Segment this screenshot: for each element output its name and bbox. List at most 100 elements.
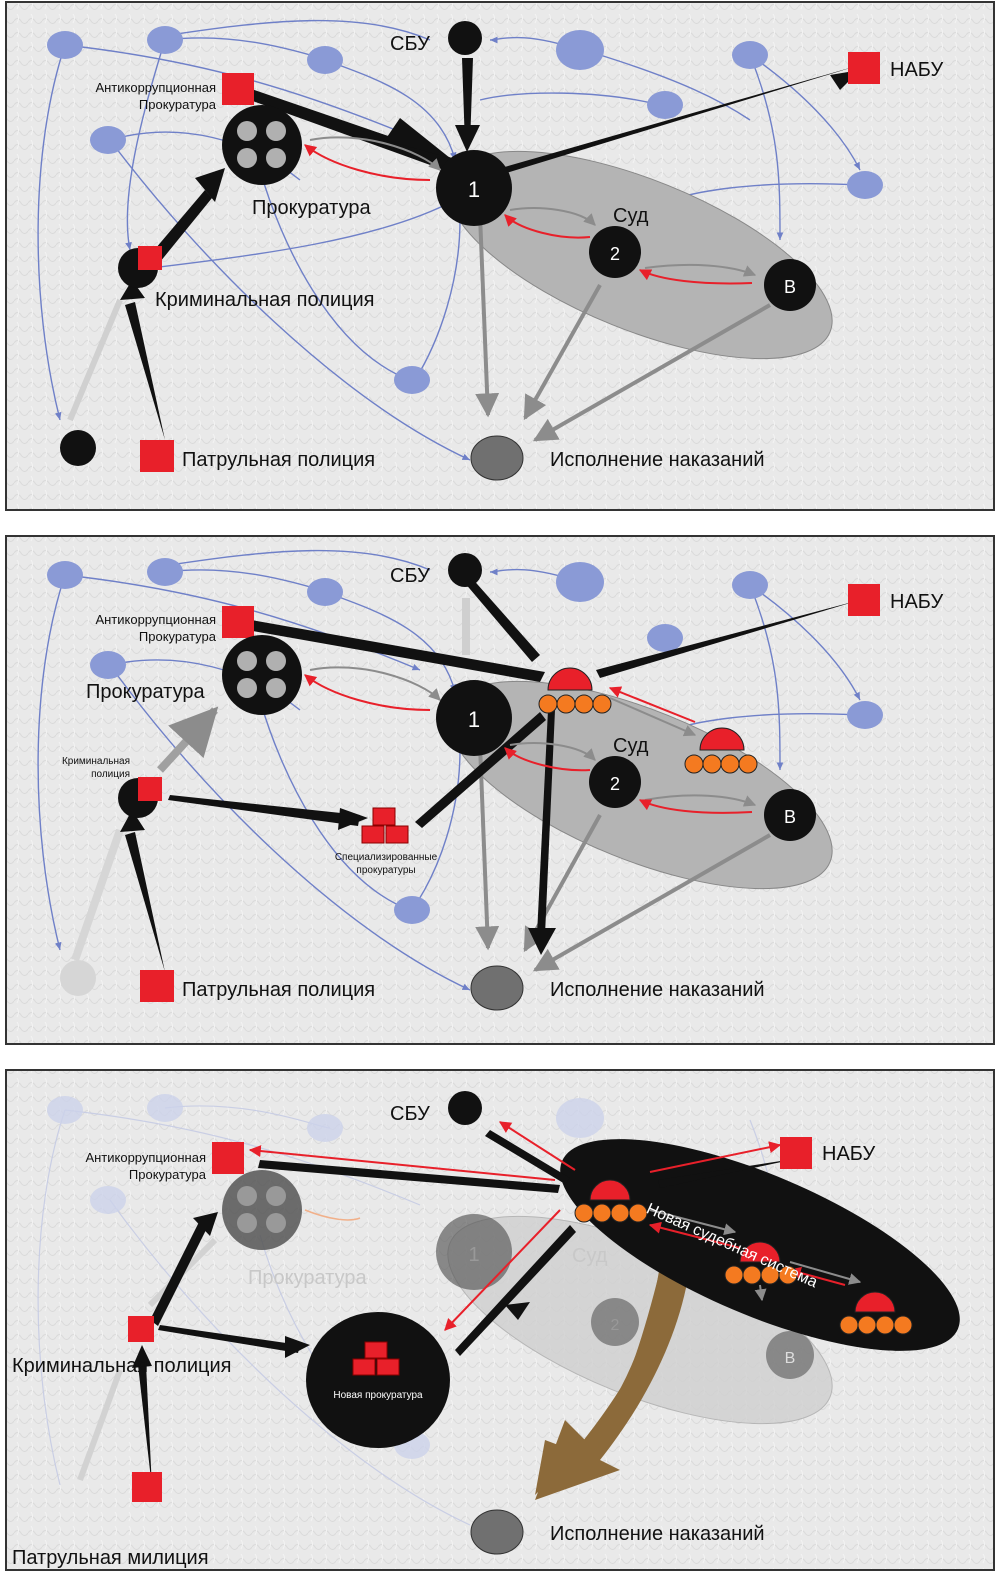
nabu-node (848, 584, 880, 616)
blue-node (90, 126, 126, 154)
panel-2-blue-nodes (47, 558, 883, 924)
old-node-b-label: В (785, 1350, 796, 1367)
court-label: Суд (613, 735, 649, 757)
sbu-label: СБУ (390, 33, 430, 55)
nabu-node (848, 52, 880, 84)
old-court-node-2 (591, 1298, 639, 1346)
patrol-source-node-faded (60, 960, 96, 996)
anticorruption-prosecutor-node (222, 606, 254, 638)
node-1-label: 1 (468, 707, 480, 732)
sbu-label: СБУ (390, 1103, 430, 1125)
panel-2-feedback-loops (304, 666, 757, 814)
execution-label: Исполнение наказаний (550, 1523, 765, 1545)
node-2-label: 2 (610, 244, 620, 264)
nabu-label: НАБУ (822, 1143, 875, 1165)
court-node-2 (589, 226, 641, 278)
blue-node (647, 91, 683, 119)
patrol-police-node (140, 970, 174, 1002)
panel-3-nodes (128, 1091, 913, 1555)
panel-1-black-wedges (120, 58, 860, 440)
blue-node (847, 171, 883, 199)
new-judge-group-2 (684, 727, 758, 774)
nabu-label: НАБУ (890, 59, 943, 81)
panel-1: СБУ НАБУ Антикоррупционная Прокуратура П… (5, 1, 995, 511)
panel-3-grey-arrows (649, 1209, 862, 1302)
court-node-b (764, 789, 816, 841)
blue-node (556, 30, 604, 70)
court-node-1 (436, 150, 512, 226)
blue-node (732, 41, 768, 69)
specialized-label-line2: прокуратуры (356, 865, 415, 876)
anticorruption-label-line2: Прокуратура (139, 97, 217, 112)
patrol-militia-node (132, 1472, 162, 1502)
old-court-node-1 (436, 1214, 512, 1290)
blue-node (147, 26, 183, 54)
anticorruption-label-line2: Прокуратура (129, 1167, 207, 1182)
criminal-police-node (128, 1316, 154, 1342)
criminal-police-label-line2: полиция (91, 769, 130, 780)
new-prosecutor-node (306, 1312, 450, 1448)
panel-3-red-arrows (248, 1121, 846, 1331)
panel-2-labels: СБУ НАБУ Антикоррупционная Прокуратура П… (62, 565, 944, 1001)
criminal-police-badge (138, 246, 162, 270)
criminal-police-label-line1: Криминальная (62, 756, 130, 767)
old-prosecutor-node (222, 1170, 302, 1250)
execution-label: Исполнение наказаний (550, 979, 765, 1001)
patrol-militia-label: Патрульная милиция (12, 1547, 209, 1569)
anticorruption-prosecutor-node (222, 73, 254, 105)
panel-3-black-wedges (132, 1130, 800, 1488)
execution-node (470, 435, 524, 481)
sbu-node (448, 21, 482, 55)
sbu-node (448, 1091, 482, 1125)
patrol-police-label: Патрульная полиция (182, 449, 375, 471)
patrol-source-node (60, 430, 96, 466)
node-b-label: В (784, 277, 796, 297)
patrol-police-label: Патрульная полиция (182, 979, 375, 1001)
execution-label: Исполнение наказаний (550, 449, 765, 471)
old-node-2-label: 2 (611, 1317, 620, 1334)
prosecutor-label: Прокуратура (86, 681, 205, 703)
new-judge-group-1 (538, 667, 612, 714)
anticorruption-label-line1: Антикоррупционная (95, 612, 216, 627)
panel-2-nodes (60, 553, 880, 1011)
prosecutor-node (222, 105, 302, 185)
blue-node (47, 31, 83, 59)
anticorruption-label-line1: Антикоррупционная (95, 80, 216, 95)
new-judge-group-3 (839, 1291, 913, 1335)
panel-1-blue-links (37, 19, 861, 461)
nabu-label: НАБУ (890, 591, 943, 613)
node-2-label: 2 (610, 774, 620, 794)
new-judge-group-1 (574, 1179, 648, 1223)
criminal-police-label: Криминальная полиция (155, 289, 375, 311)
court-node-2 (589, 756, 641, 808)
anticorruption-prosecutor-node (212, 1142, 244, 1174)
panel-1-feedback-loops (304, 136, 757, 285)
specialized-label-line1: Специализированные (335, 852, 438, 863)
blue-node (307, 46, 343, 74)
panel-1-grey-arrows (67, 214, 771, 442)
new-prosecutor-icon (352, 1341, 400, 1376)
old-node-1-label: 1 (468, 1244, 479, 1266)
node-1-label: 1 (468, 177, 480, 202)
sbu-node (448, 553, 482, 587)
execution-node (470, 1509, 524, 1555)
anticorruption-label-line1: Антикоррупционная (85, 1150, 206, 1165)
old-court-node-b (766, 1331, 814, 1379)
panel-1-nodes (60, 21, 880, 481)
old-court-label: Суд (572, 1245, 608, 1267)
nabu-node (780, 1137, 812, 1169)
node-b-label: В (784, 807, 796, 827)
court-label: Суд (613, 205, 649, 227)
criminal-police-badge (138, 777, 162, 801)
panel-1-labels: СБУ НАБУ Антикоррупционная Прокуратура П… (95, 33, 943, 471)
sbu-label: СБУ (390, 565, 430, 587)
new-prosecutor-label: Новая прокуратура (333, 1390, 423, 1401)
court-node-b (764, 259, 816, 311)
prosecutor-node (222, 635, 302, 715)
brown-transfer-arrow-body (535, 1265, 690, 1500)
prosecutor-label: Прокуратура (252, 197, 371, 219)
criminal-police-label: Криминальная полиция (12, 1355, 232, 1377)
patrol-police-node (140, 440, 174, 472)
panel-2-black-wedges (120, 576, 860, 972)
